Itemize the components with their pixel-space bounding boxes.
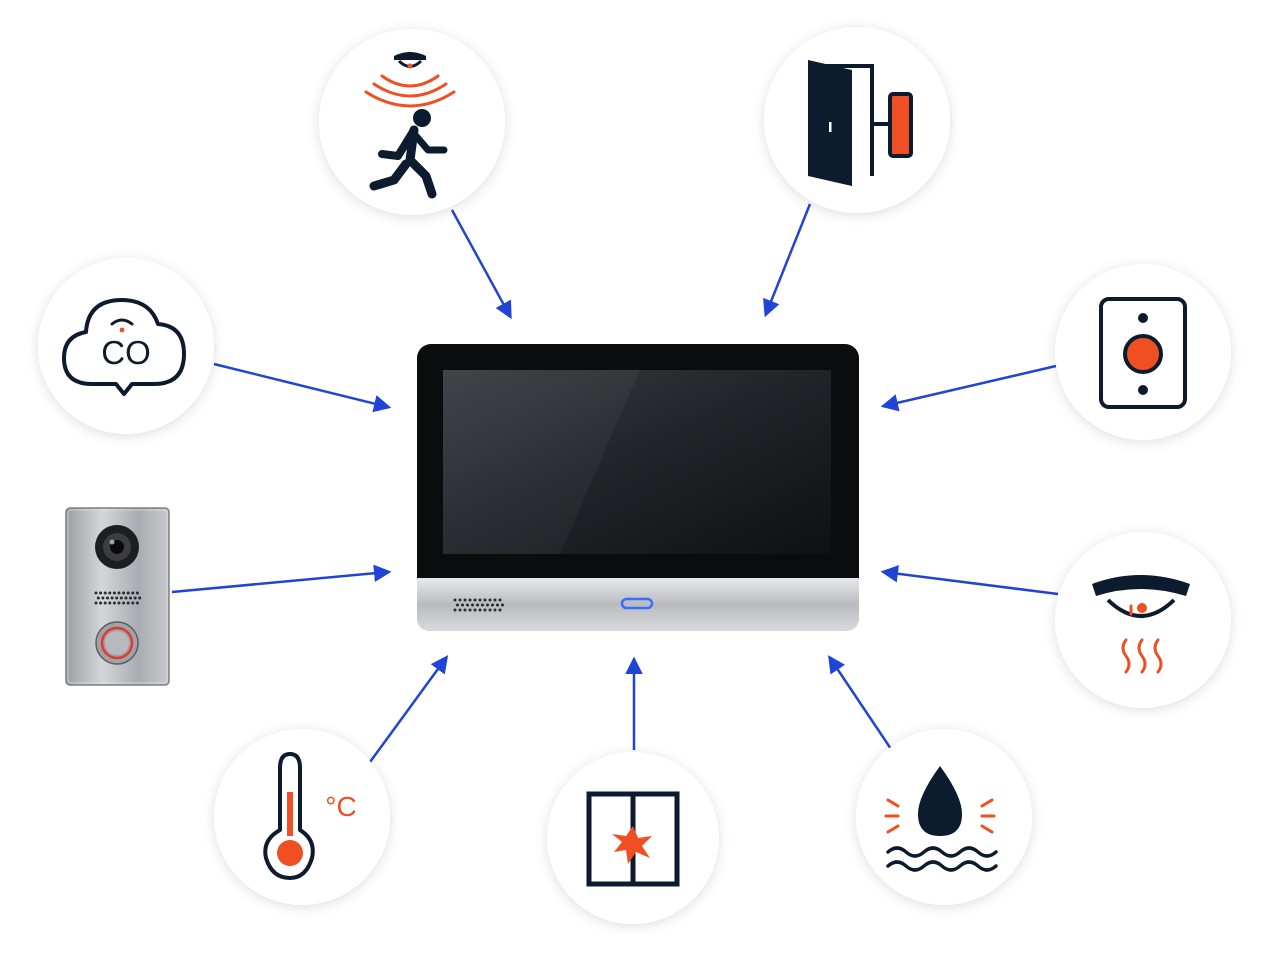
indoor-monitor bbox=[417, 344, 859, 631]
door-station bbox=[65, 507, 170, 686]
motion-sensor bbox=[319, 29, 505, 215]
water-leak-sensor bbox=[856, 729, 1032, 905]
connection-arrows bbox=[171, 203, 1059, 763]
blue-led-indicator bbox=[620, 597, 654, 610]
monitor-screen bbox=[443, 370, 831, 554]
arrow-doorstation bbox=[171, 564, 392, 594]
door-station-speaker bbox=[94, 591, 142, 605]
arrow-door bbox=[763, 203, 812, 318]
arrow-water bbox=[828, 655, 895, 753]
heat-detector-icon bbox=[1092, 575, 1190, 674]
arrow-temperature bbox=[368, 655, 449, 763]
arrow-panic bbox=[880, 364, 1057, 412]
motion-sensor-icon bbox=[364, 52, 456, 199]
arrow-heat bbox=[880, 565, 1059, 596]
door-contact-sensor-icon bbox=[808, 60, 913, 186]
co-detector-icon: CO bbox=[62, 298, 186, 396]
heat-detector bbox=[1055, 532, 1231, 708]
glass-break-sensor bbox=[547, 752, 719, 924]
glass-break-sensor-icon bbox=[586, 791, 680, 887]
door-contact-sensor bbox=[764, 27, 950, 213]
arrow-motion bbox=[450, 209, 512, 320]
co-label: CO bbox=[101, 334, 151, 371]
co-detector: CO bbox=[38, 258, 214, 434]
panic-button bbox=[1055, 264, 1231, 440]
arrow-co bbox=[213, 362, 392, 413]
celsius-label: °C bbox=[325, 791, 356, 822]
temperature-sensor: °C bbox=[214, 729, 390, 905]
water-leak-sensor-icon bbox=[884, 766, 998, 872]
panic-button-icon bbox=[1099, 297, 1187, 409]
thermometer-icon: °C bbox=[263, 752, 357, 880]
